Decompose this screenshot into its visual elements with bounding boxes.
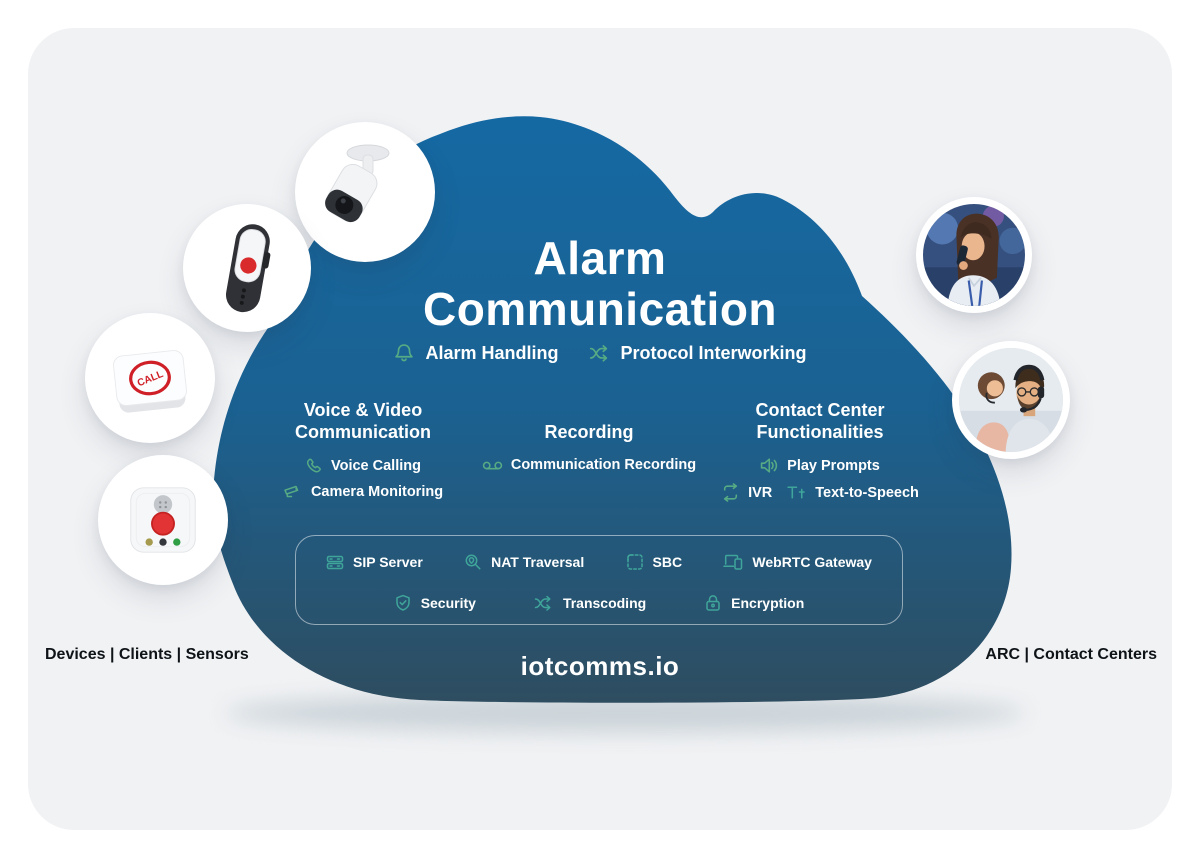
feature-text-to-speech: Text-to-Speech — [786, 483, 919, 502]
voicemail-icon — [482, 461, 503, 469]
feature-communication-recording: Communication Recording — [482, 457, 696, 473]
column-heading: Voice & Video Communication — [238, 398, 488, 443]
capabilities-row-2: Security Transcoding Encryption — [326, 589, 872, 617]
webrtc-gateway-icon — [723, 554, 743, 570]
security-shield-icon — [395, 594, 410, 611]
column-items: Play Prompts IVR — [695, 457, 945, 502]
heading-line: Functionalities — [756, 422, 884, 442]
speaker-icon — [760, 458, 778, 473]
heading-line: Voice & Video — [303, 400, 423, 420]
photo-sos-wristband — [183, 204, 311, 332]
title-line-1: Alarm — [533, 232, 667, 284]
feature-voice-calling: Voice Calling — [305, 457, 421, 475]
column-heading: Recording — [464, 398, 714, 443]
ivr-loop-icon — [723, 483, 738, 502]
heading-line: Recording — [544, 422, 634, 442]
cloud-title: Alarm Communication — [0, 233, 1200, 335]
capability-label: SBC — [652, 554, 683, 570]
capability-label: Security — [420, 595, 476, 611]
encryption-lock-icon — [706, 595, 720, 611]
heading-line: Contact Center — [755, 400, 885, 420]
feature-play-prompts: Play Prompts — [760, 457, 880, 474]
cloud-ground-shadow — [225, 693, 1025, 733]
operator-on-phone-image — [923, 204, 1025, 306]
column-items: Communication Recording — [464, 457, 714, 473]
capability-encryption: Encryption — [704, 594, 804, 612]
brand-logo: iotcomms.io — [520, 651, 680, 681]
column-voice-video: Voice & Video Communication Voice Callin… — [238, 398, 488, 500]
caption-arc-contact-centers: ARC | Contact Centers — [985, 646, 1157, 663]
column-recording: Recording Communication Recording — [464, 398, 714, 473]
capability-label: Encryption — [731, 595, 805, 611]
top-feature-row: Alarm Handling Protocol Interworking — [0, 342, 1200, 364]
capability-sip-server: SIP Server — [326, 554, 423, 571]
capability-label: SIP Server — [353, 554, 423, 570]
feature-label: Alarm Handling — [425, 342, 559, 363]
photo-operator-on-phone — [916, 197, 1032, 313]
feature-label: Text-to-Speech — [815, 484, 919, 501]
capability-nat-traversal: NAT Traversal — [464, 553, 584, 571]
alarm-speaker-unit-image — [105, 462, 221, 578]
feature-label: Voice Calling — [331, 458, 421, 474]
text-to-speech-icon — [787, 486, 806, 499]
feature-ivr: IVR — [721, 483, 772, 502]
photo-call-button: CALL — [85, 313, 215, 443]
sbc-icon — [626, 554, 643, 570]
nat-traversal-icon — [465, 554, 481, 570]
capabilities-row-1: SIP Server NAT Traversal SBC — [326, 548, 872, 576]
capability-security: Security — [394, 594, 476, 612]
security-camera-image — [302, 129, 428, 255]
title-line-2: Communication — [422, 283, 778, 335]
feature-label: Communication Recording — [510, 457, 697, 473]
sos-wristband-image — [190, 211, 304, 325]
capability-label: Transcoding — [562, 595, 647, 611]
capability-label: WebRTC Gateway — [752, 554, 872, 570]
capability-webrtc-gateway: WebRTC Gateway — [723, 553, 872, 571]
cloud-body — [212, 116, 1012, 703]
feature-protocol-interworking: Protocol Interworking — [589, 343, 807, 364]
column-items: Voice Calling Camera Monitoring — [238, 457, 488, 500]
feature-label: Play Prompts — [787, 457, 880, 474]
capability-sbc: SBC — [626, 553, 683, 571]
call-button-image: CALL — [92, 320, 208, 436]
feature-label: IVR — [748, 484, 773, 501]
capability-transcoding: Transcoding — [534, 594, 646, 612]
feature-duo-row: IVR Text-to-Speech — [721, 483, 919, 502]
heading-line: Communication — [294, 422, 431, 442]
feature-camera-monitoring: Camera Monitoring — [283, 484, 443, 500]
bell-icon — [395, 344, 414, 362]
feature-label: Protocol Interworking — [620, 342, 807, 363]
photo-contact-center-agents — [952, 341, 1070, 459]
capability-label: NAT Traversal — [491, 554, 585, 570]
protocol-interworking-icon — [589, 345, 607, 362]
cctv-camera-icon — [284, 485, 299, 498]
column-contact-center: Contact Center Functionalities Play Prom… — [695, 398, 945, 502]
column-heading: Contact Center Functionalities — [695, 398, 945, 443]
capabilities-panel: SIP Server NAT Traversal SBC — [295, 535, 903, 625]
photo-alarm-speaker-unit — [98, 455, 228, 585]
feature-label: Camera Monitoring — [310, 484, 444, 500]
server-icon — [326, 555, 344, 569]
caption-devices-clients-sensors: Devices | Clients | Sensors — [45, 646, 249, 663]
transcoding-icon — [534, 595, 551, 611]
feature-alarm-handling: Alarm Handling — [393, 342, 559, 364]
photo-security-camera — [295, 122, 435, 262]
contact-center-agents-image — [959, 348, 1063, 452]
phone-icon — [306, 458, 321, 473]
